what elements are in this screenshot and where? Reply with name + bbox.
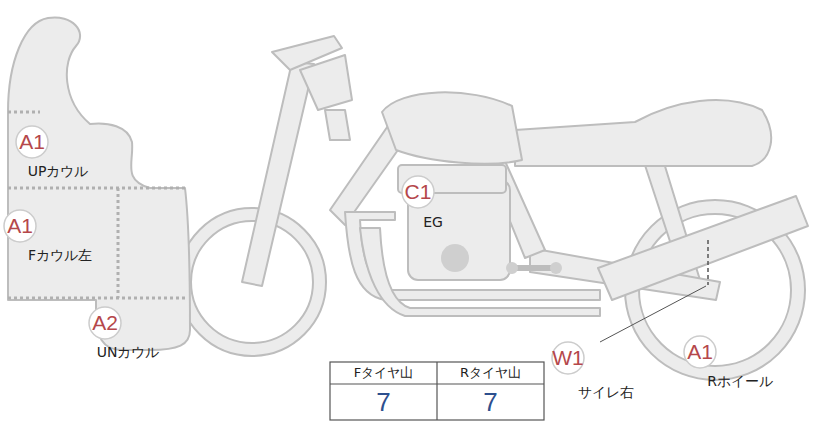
part-name: UPカウル: [28, 163, 89, 181]
callout-circle-outline: [4, 210, 36, 242]
callout-node: A1Fカウル左: [3, 209, 37, 243]
callout-circle-outline: [552, 342, 584, 374]
leader-line: [600, 286, 706, 342]
callout-node: A1Rホイール: [683, 335, 717, 369]
callout-node: A2UNカウル: [88, 306, 122, 340]
part-name: Fカウル左: [28, 247, 92, 265]
table-border: [330, 362, 544, 420]
callout-node: W1サイレ右: [551, 341, 585, 375]
callout-circle-outline: [89, 307, 121, 339]
table-value: 7: [330, 384, 437, 420]
part-name: EG: [423, 214, 443, 230]
steering-stem: [325, 110, 350, 140]
callout-code: W1: [551, 341, 585, 375]
callout-node: A1UPカウル: [15, 125, 49, 159]
table-header: Fタイヤ山: [330, 362, 437, 384]
callout-circle-outline: [16, 126, 48, 158]
silencer: [598, 196, 808, 300]
callout-code: A1: [683, 335, 717, 369]
seat: [515, 100, 771, 166]
front-fork: [242, 62, 314, 286]
footpeg-end: [506, 262, 518, 274]
part-name: Rホイール: [707, 373, 773, 391]
callout-circle-outline: [684, 336, 716, 368]
table-rule: [436, 362, 437, 420]
section-divider: [8, 187, 185, 190]
callout-code: A2: [88, 306, 122, 340]
exhaust-pipe: [360, 228, 600, 316]
part-name: サイレ右: [578, 384, 634, 402]
fuel-tank: [382, 92, 522, 163]
table-value: 7: [437, 384, 544, 420]
table-header: Rタイヤ山: [437, 362, 544, 384]
footpeg-end: [550, 262, 562, 274]
callout-circle-outline: [402, 176, 434, 208]
section-divider: [8, 111, 40, 114]
headstock: [300, 55, 352, 110]
callout-node: C1EG: [401, 175, 435, 209]
part-name: UNカウル: [97, 344, 160, 362]
leader-line: [707, 240, 709, 285]
section-divider: [117, 188, 120, 298]
engine-cover: [441, 244, 469, 272]
callout-code: A1: [15, 125, 49, 159]
fairing: [8, 17, 190, 350]
section-divider: [8, 297, 188, 300]
callout-code: C1: [401, 175, 435, 209]
callout-code: A1: [3, 209, 37, 243]
